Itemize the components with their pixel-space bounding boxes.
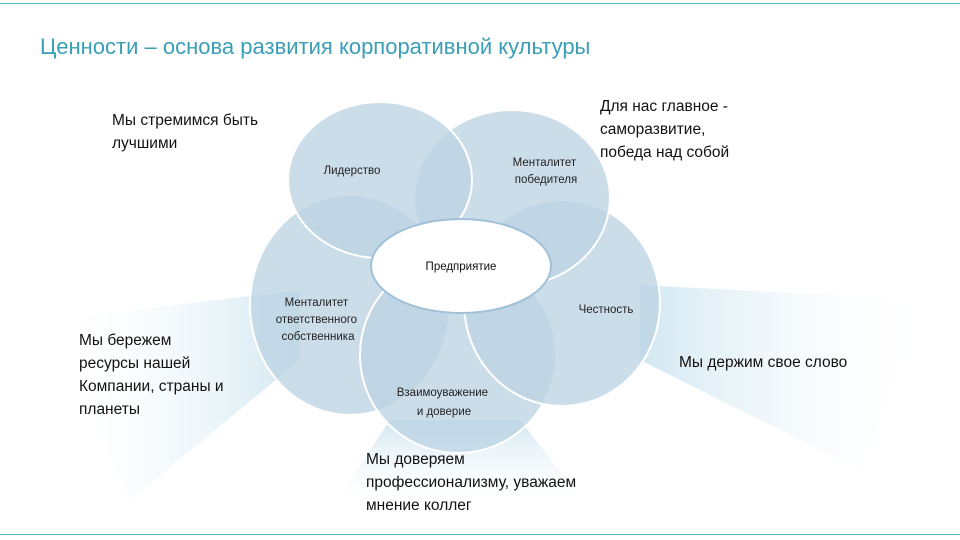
note-owner: Мы бережем ресурсы нашей Компании, стран… (79, 329, 224, 421)
note-leadership-line: лучшими (112, 135, 178, 152)
note-respect-line: мнение коллег (366, 497, 472, 514)
note-honesty: Мы держим свое слово (679, 351, 847, 374)
beam-left (50, 290, 300, 500)
beam-bottom (330, 420, 590, 510)
note-owner-line: планеты (79, 401, 140, 418)
note-winner-line: Для нас главное - (600, 98, 728, 115)
note-winner-line: победа над собой (600, 144, 730, 161)
note-winner: Для нас главное - саморазвитие, победа н… (600, 95, 729, 164)
note-owner-line: ресурсы нашей (79, 355, 191, 372)
note-leadership: Мы стремимся быть лучшими (112, 109, 258, 155)
note-leadership-line: Мы стремимся быть (112, 112, 259, 129)
label-respect: Взаимоуважение и доверие (397, 387, 492, 418)
label-honesty: Честность (579, 304, 634, 316)
bottom-divider (0, 534, 960, 535)
note-honesty-line: Мы держим свое слово (679, 354, 848, 371)
note-owner-line: Компании, страны и (79, 378, 224, 395)
center-ellipse (370, 218, 552, 314)
note-owner-line: Мы бережем (79, 332, 172, 349)
label-winner: Менталитет победителя (513, 157, 580, 186)
beam-right (640, 285, 930, 470)
note-winner-line: саморазвитие, (600, 121, 706, 138)
note-respect-line: профессионализму, уважаем (366, 474, 577, 491)
top-divider (0, 3, 960, 4)
label-leadership: Лидерство (324, 165, 381, 177)
note-respect-line: Мы доверяем (366, 451, 465, 468)
label-owner: Менталитет ответственного собственника (276, 297, 361, 343)
center-label: Предприятие (426, 261, 497, 273)
note-respect: Мы доверяем профессионализму, уважаем мн… (366, 448, 576, 517)
slide-title: Ценности – основа развития корпоративной… (40, 34, 591, 59)
